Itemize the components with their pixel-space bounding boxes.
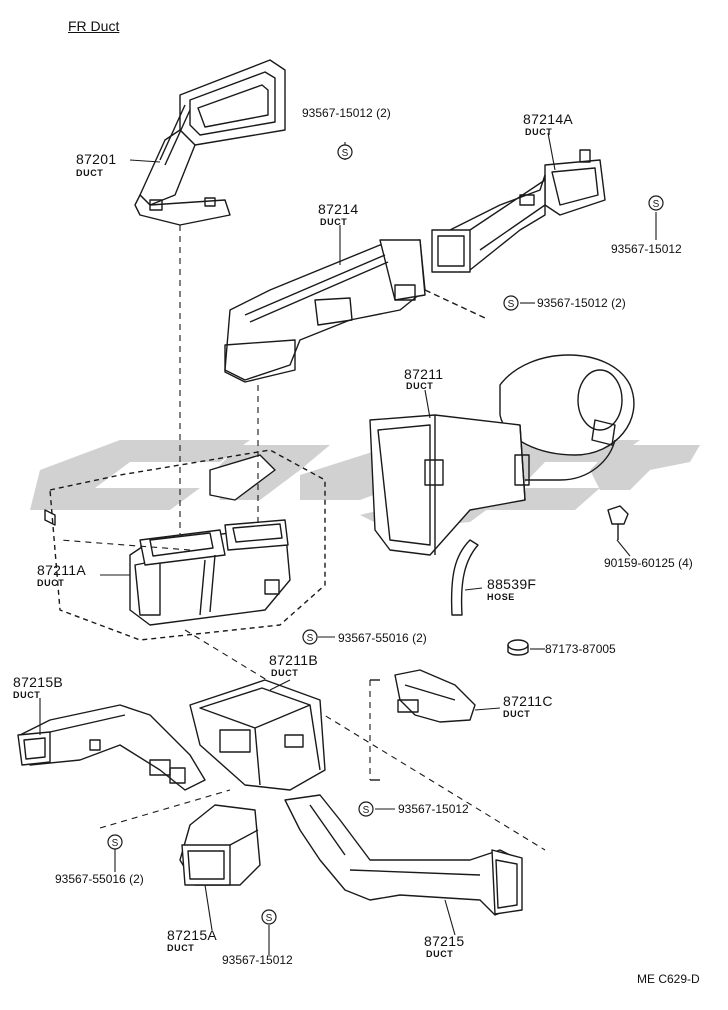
part-87214-type: DUCT: [320, 217, 348, 227]
screw-callout-1: 93567-15012 (2): [302, 106, 391, 120]
part-88539F-type: HOSE: [487, 592, 515, 602]
svg-text:S: S: [653, 199, 660, 210]
part-87211B-type: DUCT: [271, 668, 299, 678]
diagram-title: FR Duct: [68, 18, 120, 34]
screw-callout-7: 93567-15012: [222, 953, 293, 967]
part-87215A-type: DUCT: [167, 943, 195, 953]
bolt-callout: 90159-60125 (4): [604, 556, 693, 570]
nut-callout: 87173-87005: [545, 642, 616, 656]
diagram-reference-code: ME C629-D: [637, 972, 700, 986]
part-87211C: 87211C: [503, 693, 553, 709]
part-87215-type: DUCT: [426, 949, 454, 959]
svg-text:S: S: [508, 299, 515, 310]
svg-text:S: S: [112, 838, 119, 849]
screw-icon-7: S: [261, 909, 277, 925]
duct-87215A-drawing: [179, 804, 261, 886]
svg-text:S: S: [363, 805, 370, 816]
part-87211: 87211: [404, 366, 444, 382]
duct-87211-drawing: [369, 354, 635, 556]
screw-icon-5: S: [358, 801, 374, 817]
screw-icon-3: S: [503, 295, 519, 311]
part-87211-type: DUCT: [406, 381, 434, 391]
nut-drawing: [507, 639, 529, 656]
duct-87215-drawing: [284, 794, 523, 916]
duct-87211C-drawing: [370, 669, 476, 781]
duct-87211A-drawing: [44, 449, 326, 641]
duct-87201-drawing: [134, 59, 286, 226]
hose-88539F-drawing: [450, 539, 479, 616]
part-87211A: 87211A: [37, 562, 87, 578]
part-87211C-type: DUCT: [503, 709, 531, 719]
part-87215B: 87215B: [13, 674, 64, 690]
svg-text:S: S: [342, 148, 349, 159]
part-88539F: 88539F: [487, 576, 537, 592]
screw-callout-6: 93567-55016 (2): [55, 872, 144, 886]
leader-dashes: [59, 225, 546, 851]
screw-callout-2: 93567-15012: [611, 242, 682, 256]
screw-callout-3: 93567-15012 (2): [537, 296, 626, 310]
bolt-drawing: [607, 505, 629, 540]
part-87211B: 87211B: [269, 652, 319, 668]
part-87211A-type-label: DUCT: [37, 578, 65, 588]
duct-87211B-drawing: [189, 679, 326, 791]
part-87215: 87215: [424, 933, 465, 949]
part-87214: 87214: [318, 201, 359, 217]
screw-icon-2: S: [648, 195, 664, 211]
duct-87215B-drawing: [17, 704, 206, 791]
part-87214A: 87214A: [523, 111, 574, 127]
part-87214A-type: DUCT: [525, 127, 553, 137]
svg-text:S: S: [307, 633, 314, 644]
svg-text:S: S: [266, 913, 273, 924]
screw-icon-1: S: [337, 144, 353, 160]
part-87215A: 87215A: [167, 927, 218, 943]
screw-callout-5: 93567-15012: [398, 802, 469, 816]
part-87201: 87201: [76, 151, 117, 167]
duct-87214A-drawing: [431, 149, 606, 273]
screw-icon-4: S: [302, 629, 318, 645]
part-87201-type: DUCT: [76, 168, 104, 178]
part-87215B-type: DUCT: [13, 690, 41, 700]
duct-87214-drawing: [224, 239, 486, 383]
screw-icon-6: S: [107, 834, 123, 850]
label-leaders: [39, 132, 657, 955]
screw-callout-4: 93567-55016 (2): [338, 631, 427, 645]
